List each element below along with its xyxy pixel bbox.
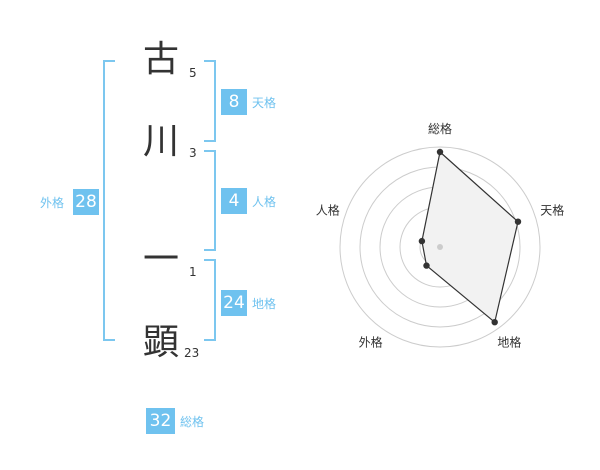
soukaku-label: 総格 — [180, 415, 205, 429]
name-char-2: 川 — [143, 121, 180, 162]
radar-point-5 — [418, 237, 426, 245]
name-char-4: 顕 — [143, 322, 180, 363]
jinkaku-score: 4 — [221, 188, 247, 214]
name-char-1: 古 — [143, 39, 180, 80]
radar-axis-label-3: 地格 — [497, 335, 521, 350]
radar-axis-label-2: 天格 — [540, 203, 564, 218]
radar-series-area — [421, 150, 519, 324]
radar-grid-ring-5 — [339, 146, 541, 348]
radar-point-2 — [514, 218, 522, 225]
radar-point-4 — [423, 262, 430, 269]
name-char-3: 一 — [143, 239, 180, 280]
radar-axis-label-4: 外格 — [359, 335, 383, 350]
tenkaku-label: 天格 — [252, 96, 277, 110]
radar-axis-label-1: 総格 — [428, 121, 452, 136]
stroke-count-3: 1 — [189, 265, 197, 279]
tenkaku-bracket — [204, 60, 216, 142]
radar-axis-label-5: 人格 — [316, 203, 340, 218]
jinkaku-label: 人格 — [252, 195, 277, 209]
chikaku-label: 地格 — [252, 297, 277, 311]
jinkaku-bracket — [204, 150, 216, 251]
stroke-count-4: 23 — [184, 346, 200, 360]
tenkaku-score: 8 — [221, 89, 247, 115]
gaikaku-score: 28 — [73, 189, 99, 215]
radar-point-3 — [491, 319, 498, 326]
chikaku-bracket — [204, 259, 216, 341]
chikaku-score: 24 — [221, 290, 247, 316]
radar-point-1 — [436, 148, 444, 156]
gaikaku-label: 外格 — [40, 196, 65, 210]
radar-center-dot — [437, 244, 443, 250]
stroke-count-2: 3 — [189, 146, 197, 160]
gaikaku-bracket — [103, 60, 115, 341]
stroke-count-1: 5 — [189, 66, 197, 80]
soukaku-score: 32 — [146, 408, 175, 434]
